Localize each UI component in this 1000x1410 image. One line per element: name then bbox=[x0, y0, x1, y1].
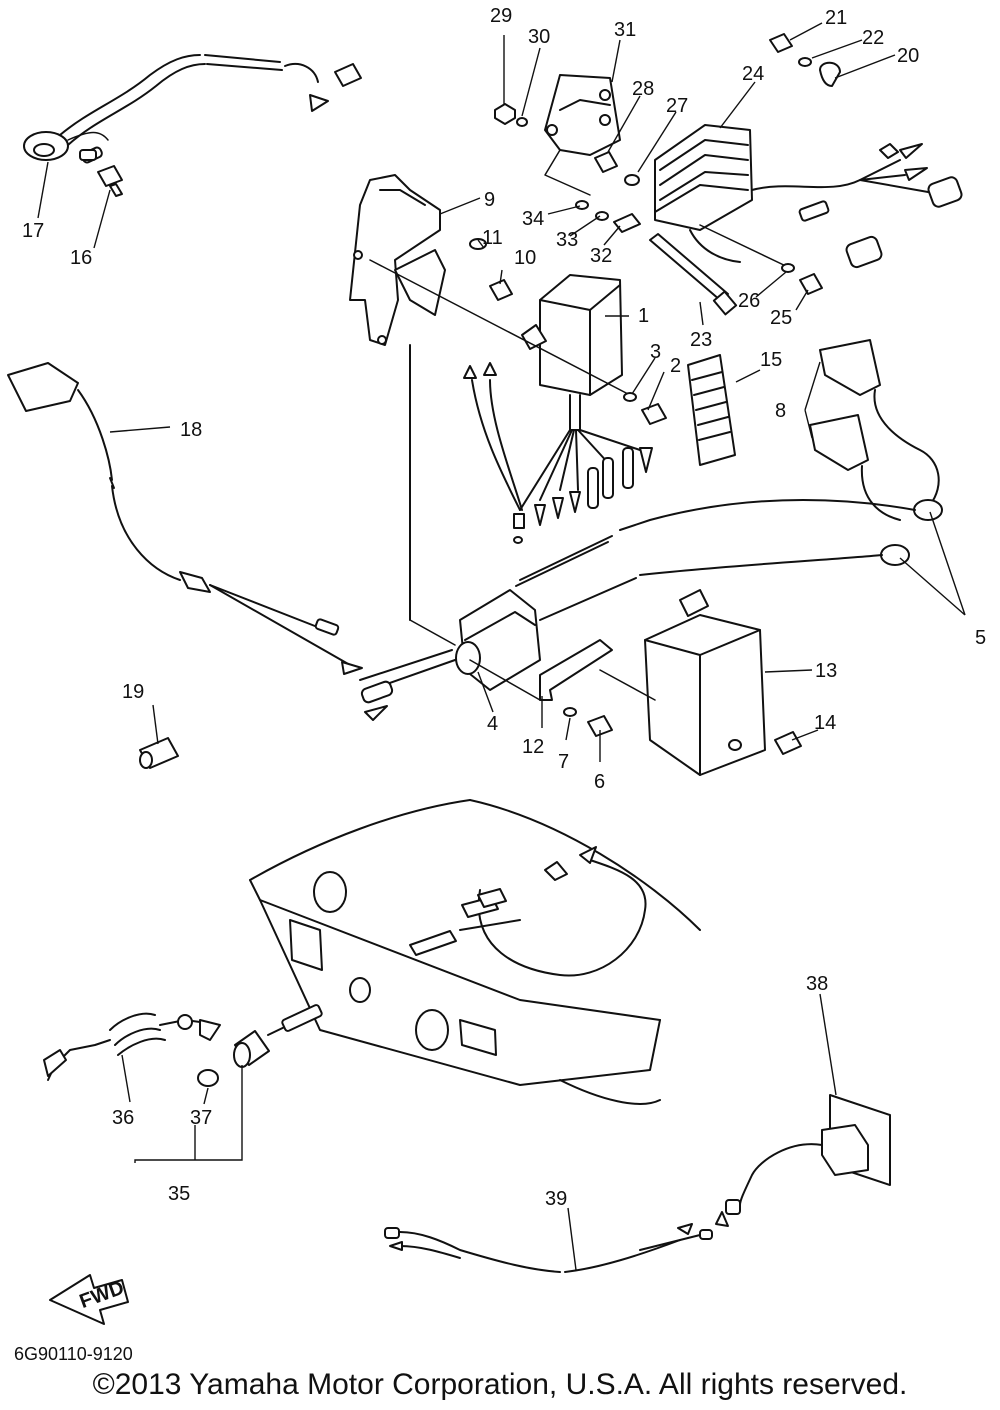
callout-16: 16 bbox=[70, 247, 92, 269]
cover-part bbox=[599, 589, 802, 776]
callout-30: 30 bbox=[528, 26, 550, 48]
callout-38: 38 bbox=[806, 973, 828, 995]
callout-5: 5 bbox=[975, 627, 986, 649]
stop-switch-part bbox=[43, 1004, 323, 1087]
callout-29: 29 bbox=[490, 5, 512, 27]
cdi-unit-part bbox=[369, 259, 667, 544]
callout-36: 36 bbox=[112, 1107, 134, 1129]
copyright-notice: ©2013 Yamaha Motor Corporation, U.S.A. A… bbox=[92, 1368, 908, 1401]
callout-21: 21 bbox=[825, 7, 847, 29]
callout-13: 13 bbox=[815, 660, 837, 682]
callout-25: 25 bbox=[770, 307, 792, 329]
doc-code: 6G90110-9120 bbox=[14, 1344, 133, 1364]
fwd-arrow-icon: FWD bbox=[49, 1274, 129, 1325]
callout-39: 39 bbox=[545, 1188, 567, 1210]
callout-24: 24 bbox=[742, 63, 764, 85]
tie-part bbox=[649, 233, 738, 316]
callout-1: 1 bbox=[638, 305, 649, 327]
callout-14: 14 bbox=[814, 712, 836, 734]
callout-12: 12 bbox=[522, 736, 544, 758]
callout-9: 9 bbox=[484, 189, 495, 211]
wire-39-part bbox=[384, 1223, 713, 1273]
callout-3: 3 bbox=[650, 341, 661, 363]
leader-lines bbox=[37, 22, 966, 1271]
cowling-part bbox=[249, 799, 701, 1105]
callout-26: 26 bbox=[738, 290, 760, 312]
bracket-part bbox=[349, 174, 513, 621]
cap-part bbox=[139, 737, 179, 769]
callout-10: 10 bbox=[514, 247, 536, 269]
ignition-coil-part bbox=[359, 589, 613, 737]
plug-cap-part bbox=[515, 339, 943, 621]
callout-33: 33 bbox=[556, 229, 578, 251]
callout-2: 2 bbox=[670, 355, 681, 377]
callout-23: 23 bbox=[690, 329, 712, 351]
callout-28: 28 bbox=[632, 78, 654, 100]
callout-17: 17 bbox=[22, 220, 44, 242]
callout-11: 11 bbox=[482, 227, 503, 249]
callout-37: 37 bbox=[190, 1107, 212, 1129]
callout-20: 20 bbox=[897, 45, 919, 67]
sender-part bbox=[79, 149, 123, 197]
callout-18: 18 bbox=[180, 419, 202, 441]
callout-34: 34 bbox=[522, 208, 544, 230]
callout-15: 15 bbox=[760, 349, 782, 371]
callout-32: 32 bbox=[590, 245, 612, 267]
callout-22: 22 bbox=[862, 27, 884, 49]
bracket-31-part bbox=[494, 74, 641, 233]
callout-4: 4 bbox=[487, 713, 498, 735]
callout-35: 35 bbox=[168, 1183, 190, 1205]
sensor-part bbox=[715, 1094, 891, 1227]
callout-19: 19 bbox=[122, 681, 144, 703]
harness-part bbox=[7, 362, 363, 675]
battery-cable-part bbox=[23, 54, 362, 164]
callout-8: 8 bbox=[775, 400, 786, 422]
callout-31: 31 bbox=[614, 19, 636, 41]
callout-labels: 1 2 3 4 5 6 7 8 9 10 11 12 13 14 15 16 1… bbox=[22, 5, 986, 1210]
callout-6: 6 bbox=[594, 771, 605, 793]
clamp-part bbox=[769, 33, 841, 87]
rectifier-part bbox=[654, 124, 963, 295]
coupler-part bbox=[687, 354, 736, 466]
callout-27: 27 bbox=[666, 95, 688, 117]
callout-7: 7 bbox=[558, 751, 569, 773]
